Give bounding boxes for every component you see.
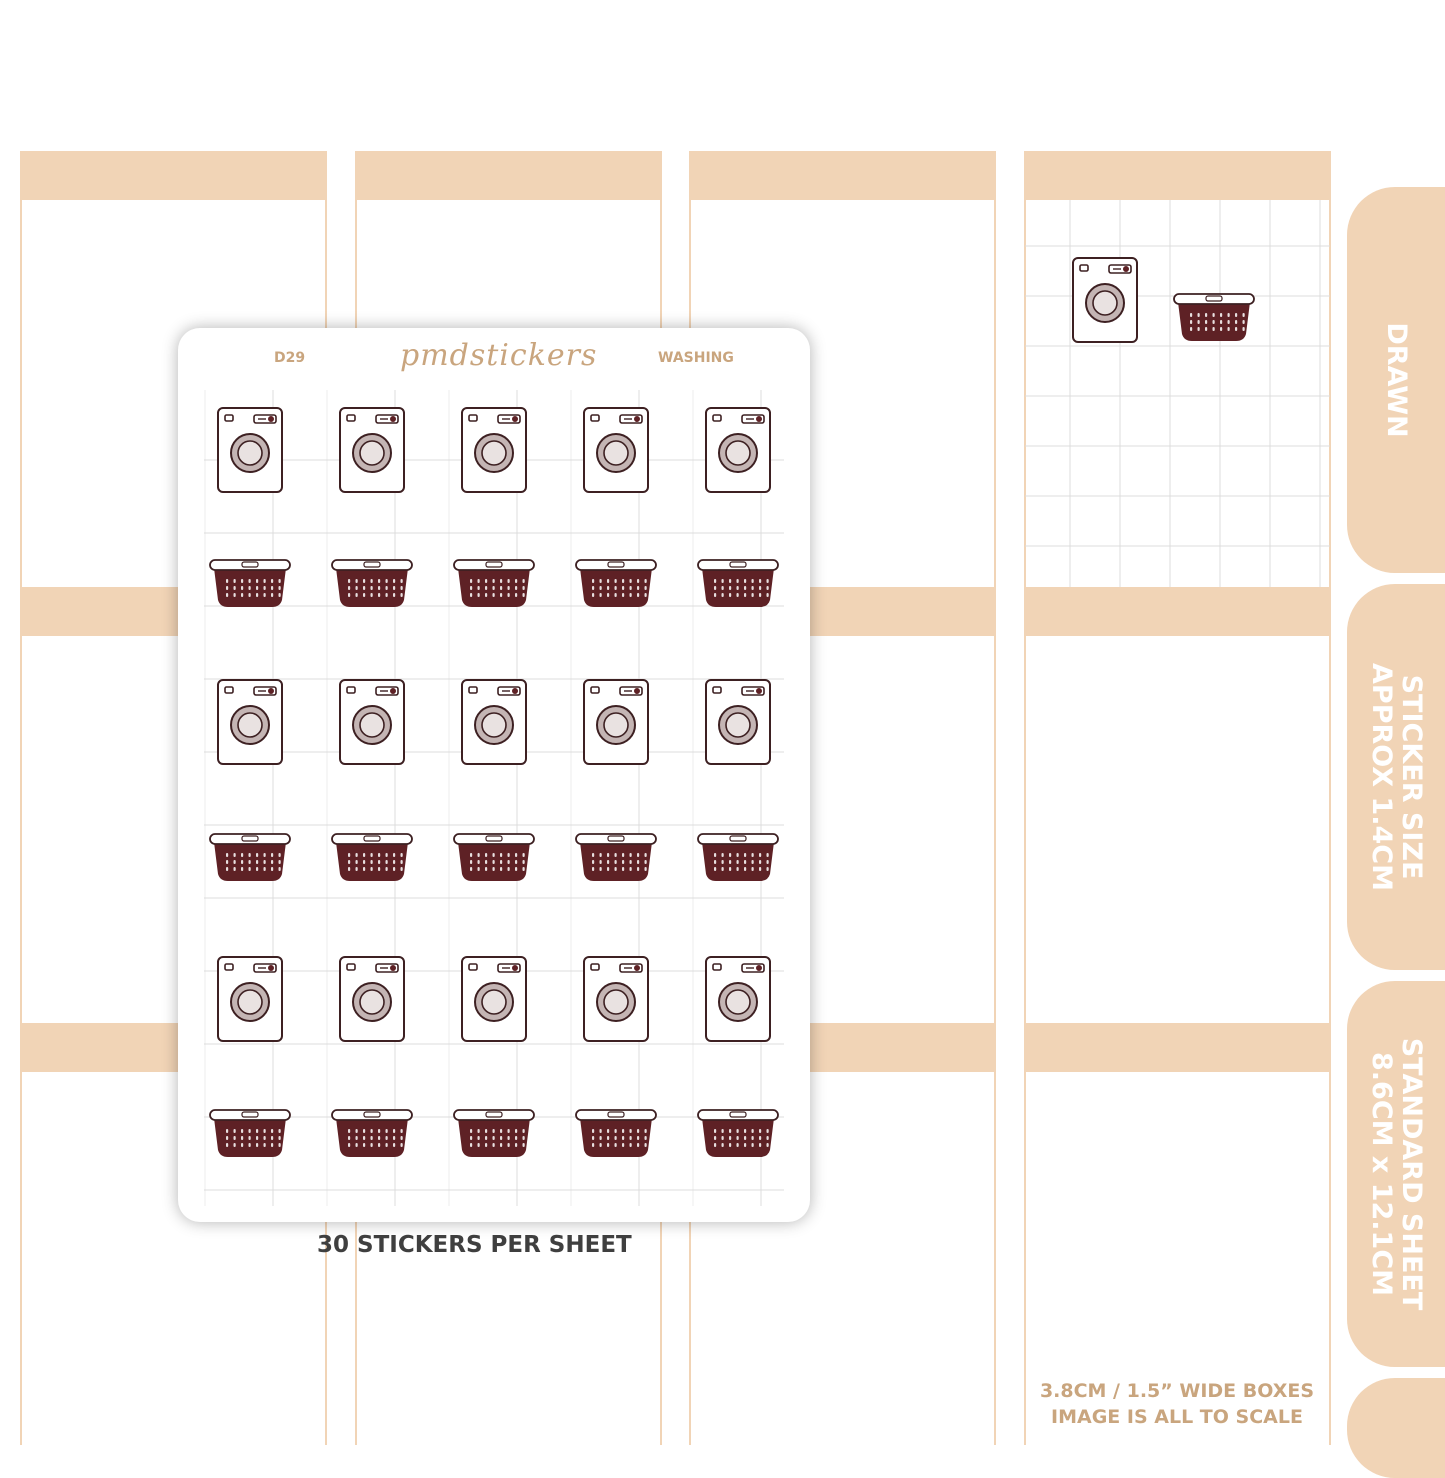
tab-drawn-text: DRAWN: [1381, 322, 1412, 438]
day-band: [1025, 1023, 1330, 1072]
washing-machine-sticker: [216, 955, 284, 1047]
washing-machine-sticker: [460, 406, 528, 498]
brand-logo: pmdstickers: [400, 338, 598, 373]
laundry-basket-sticker: [330, 1106, 414, 1164]
washing-machine-sticker: [582, 955, 650, 1047]
washing-machine-sticker: [338, 678, 406, 770]
washing-machine-sticker: [704, 406, 772, 498]
washing-machine-sticker: [582, 406, 650, 498]
tab-sticker-size: STICKER SIZE APPROX 1.4CM: [1347, 584, 1445, 970]
laundry-basket-sticker: [574, 556, 658, 614]
sticker-grid: [178, 328, 810, 1222]
sticker-sheet: D29 pmdstickers WASHING: [178, 328, 810, 1222]
washing-machine-sticker: [704, 955, 772, 1047]
laundry-basket-sticker: [330, 830, 414, 888]
tab-standard-sheet: STANDARD SHEET 8.6CM x 12.1CM: [1347, 981, 1445, 1367]
tab-drawn: DRAWN: [1347, 187, 1445, 573]
laundry-basket-sticker: [330, 556, 414, 614]
laundry-basket-sticker: [208, 830, 292, 888]
washing-machine-sticker: [582, 678, 650, 770]
sheet-code: D29: [274, 350, 306, 366]
tab-extra: [1347, 1378, 1445, 1478]
laundry-basket-sticker: [574, 830, 658, 888]
day-band: [21, 151, 326, 200]
tab-standard-sheet-text: STANDARD SHEET 8.6CM x 12.1CM: [1366, 1037, 1427, 1311]
laundry-basket-sticker: [208, 1106, 292, 1164]
laundry-basket-sticker: [452, 1106, 536, 1164]
laundry-basket-sticker: [452, 556, 536, 614]
washing-machine-sticker: [216, 678, 284, 770]
laundry-basket-sticker: [696, 830, 780, 888]
preview-washing-machine: [1071, 256, 1139, 348]
sheet-title: WASHING: [658, 350, 734, 366]
laundry-basket-sticker: [696, 1106, 780, 1164]
washing-machine-sticker: [460, 955, 528, 1047]
washing-machine-sticker: [460, 678, 528, 770]
day-band: [1025, 151, 1330, 200]
day-band: [356, 151, 661, 200]
washing-machine-sticker: [338, 955, 406, 1047]
laundry-basket-sticker: [452, 830, 536, 888]
laundry-basket-sticker: [208, 556, 292, 614]
washing-machine-sticker: [216, 406, 284, 498]
scale-note: IMAGE IS ALL TO SCALE: [1051, 1406, 1303, 1428]
preview-laundry-basket: [1172, 290, 1256, 348]
day-band: [1025, 587, 1330, 636]
washing-machine-sticker: [338, 406, 406, 498]
laundry-basket-sticker: [574, 1106, 658, 1164]
washing-machine-sticker: [704, 678, 772, 770]
laundry-basket-sticker: [696, 556, 780, 614]
tab-sticker-size-text: STICKER SIZE APPROX 1.4CM: [1366, 663, 1427, 891]
box-width-note: 3.8CM / 1.5” WIDE BOXES: [1039, 1380, 1315, 1402]
sticker-count-caption: 30 STICKERS PER SHEET: [317, 1232, 632, 1258]
day-band: [690, 151, 995, 200]
